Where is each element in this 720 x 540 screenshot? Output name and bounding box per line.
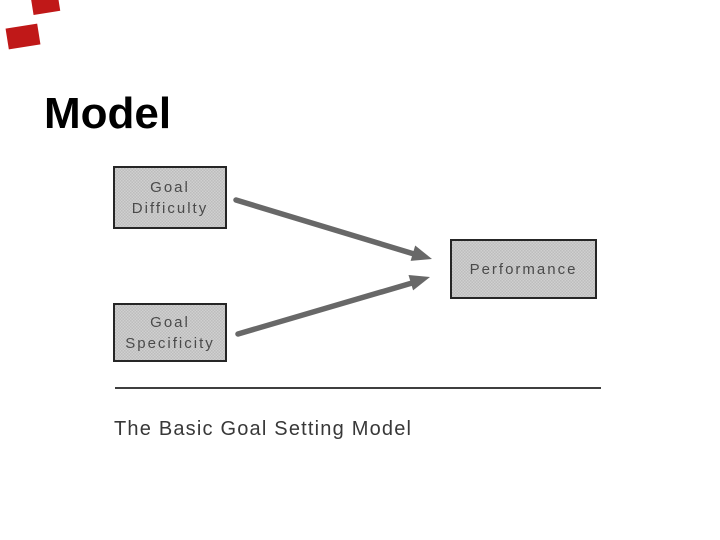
separator-rule: [115, 387, 601, 389]
node-goal-difficulty: Goal Difficulty: [113, 166, 227, 229]
node-performance: Performance: [450, 239, 597, 299]
node-label-line: Goal: [150, 178, 190, 196]
node-goal-specificity: Goal Specificity: [113, 303, 227, 362]
arrow-shaft: [233, 197, 417, 257]
arrow-specificity-to-performance: [235, 275, 430, 337]
node-label-line: Goal: [150, 313, 190, 331]
node-label-line: Difficulty: [131, 199, 209, 217]
arrowhead-icon: [408, 275, 430, 291]
arrow-difficulty-to-performance: [233, 197, 432, 261]
slide-title: Model: [44, 89, 172, 139]
node-label-line: Specificity: [125, 334, 215, 352]
node-label-line: Performance: [469, 260, 578, 278]
arrow-shaft: [235, 280, 415, 337]
diagram-caption: The Basic Goal Setting Model: [114, 418, 413, 440]
arrowhead-icon: [410, 245, 432, 261]
